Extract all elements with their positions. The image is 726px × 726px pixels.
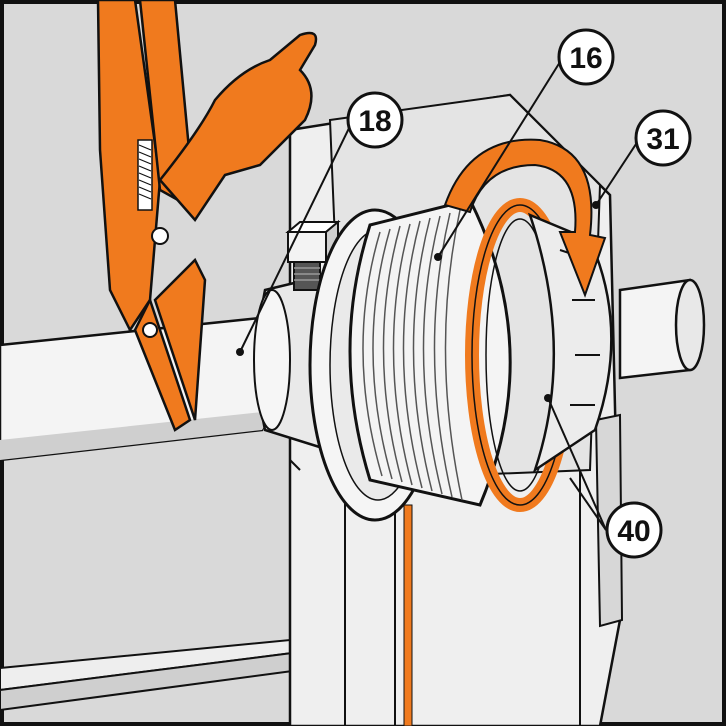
rotation-arrow: [443, 138, 607, 298]
leader-31: [595, 137, 641, 206]
leader-dot-18: [236, 348, 244, 356]
callout-31-label: 31: [646, 123, 679, 156]
callout-40-label: 40: [617, 515, 650, 548]
leader-16: [437, 61, 561, 258]
leader-dot-40: [544, 394, 552, 402]
leader-dot-16: [434, 253, 442, 261]
leader-18: [239, 121, 353, 353]
torsion-shaft: [0, 278, 706, 462]
leader-dot-31: [592, 201, 600, 209]
callout-18-label: 18: [358, 105, 391, 138]
callout-16-label: 16: [569, 42, 602, 75]
leader-lines: [239, 61, 641, 531]
callout-31: 31: [634, 109, 692, 167]
locking-pliers: [96, 0, 318, 432]
callout-18: 18: [346, 91, 404, 149]
cable-drum: [348, 198, 512, 507]
leader-40-a: [547, 397, 607, 531]
leader-40-b: [569, 477, 607, 531]
lift-cable: [403, 504, 413, 726]
callout-40: 40: [605, 501, 663, 559]
callout-16: 16: [557, 28, 615, 86]
